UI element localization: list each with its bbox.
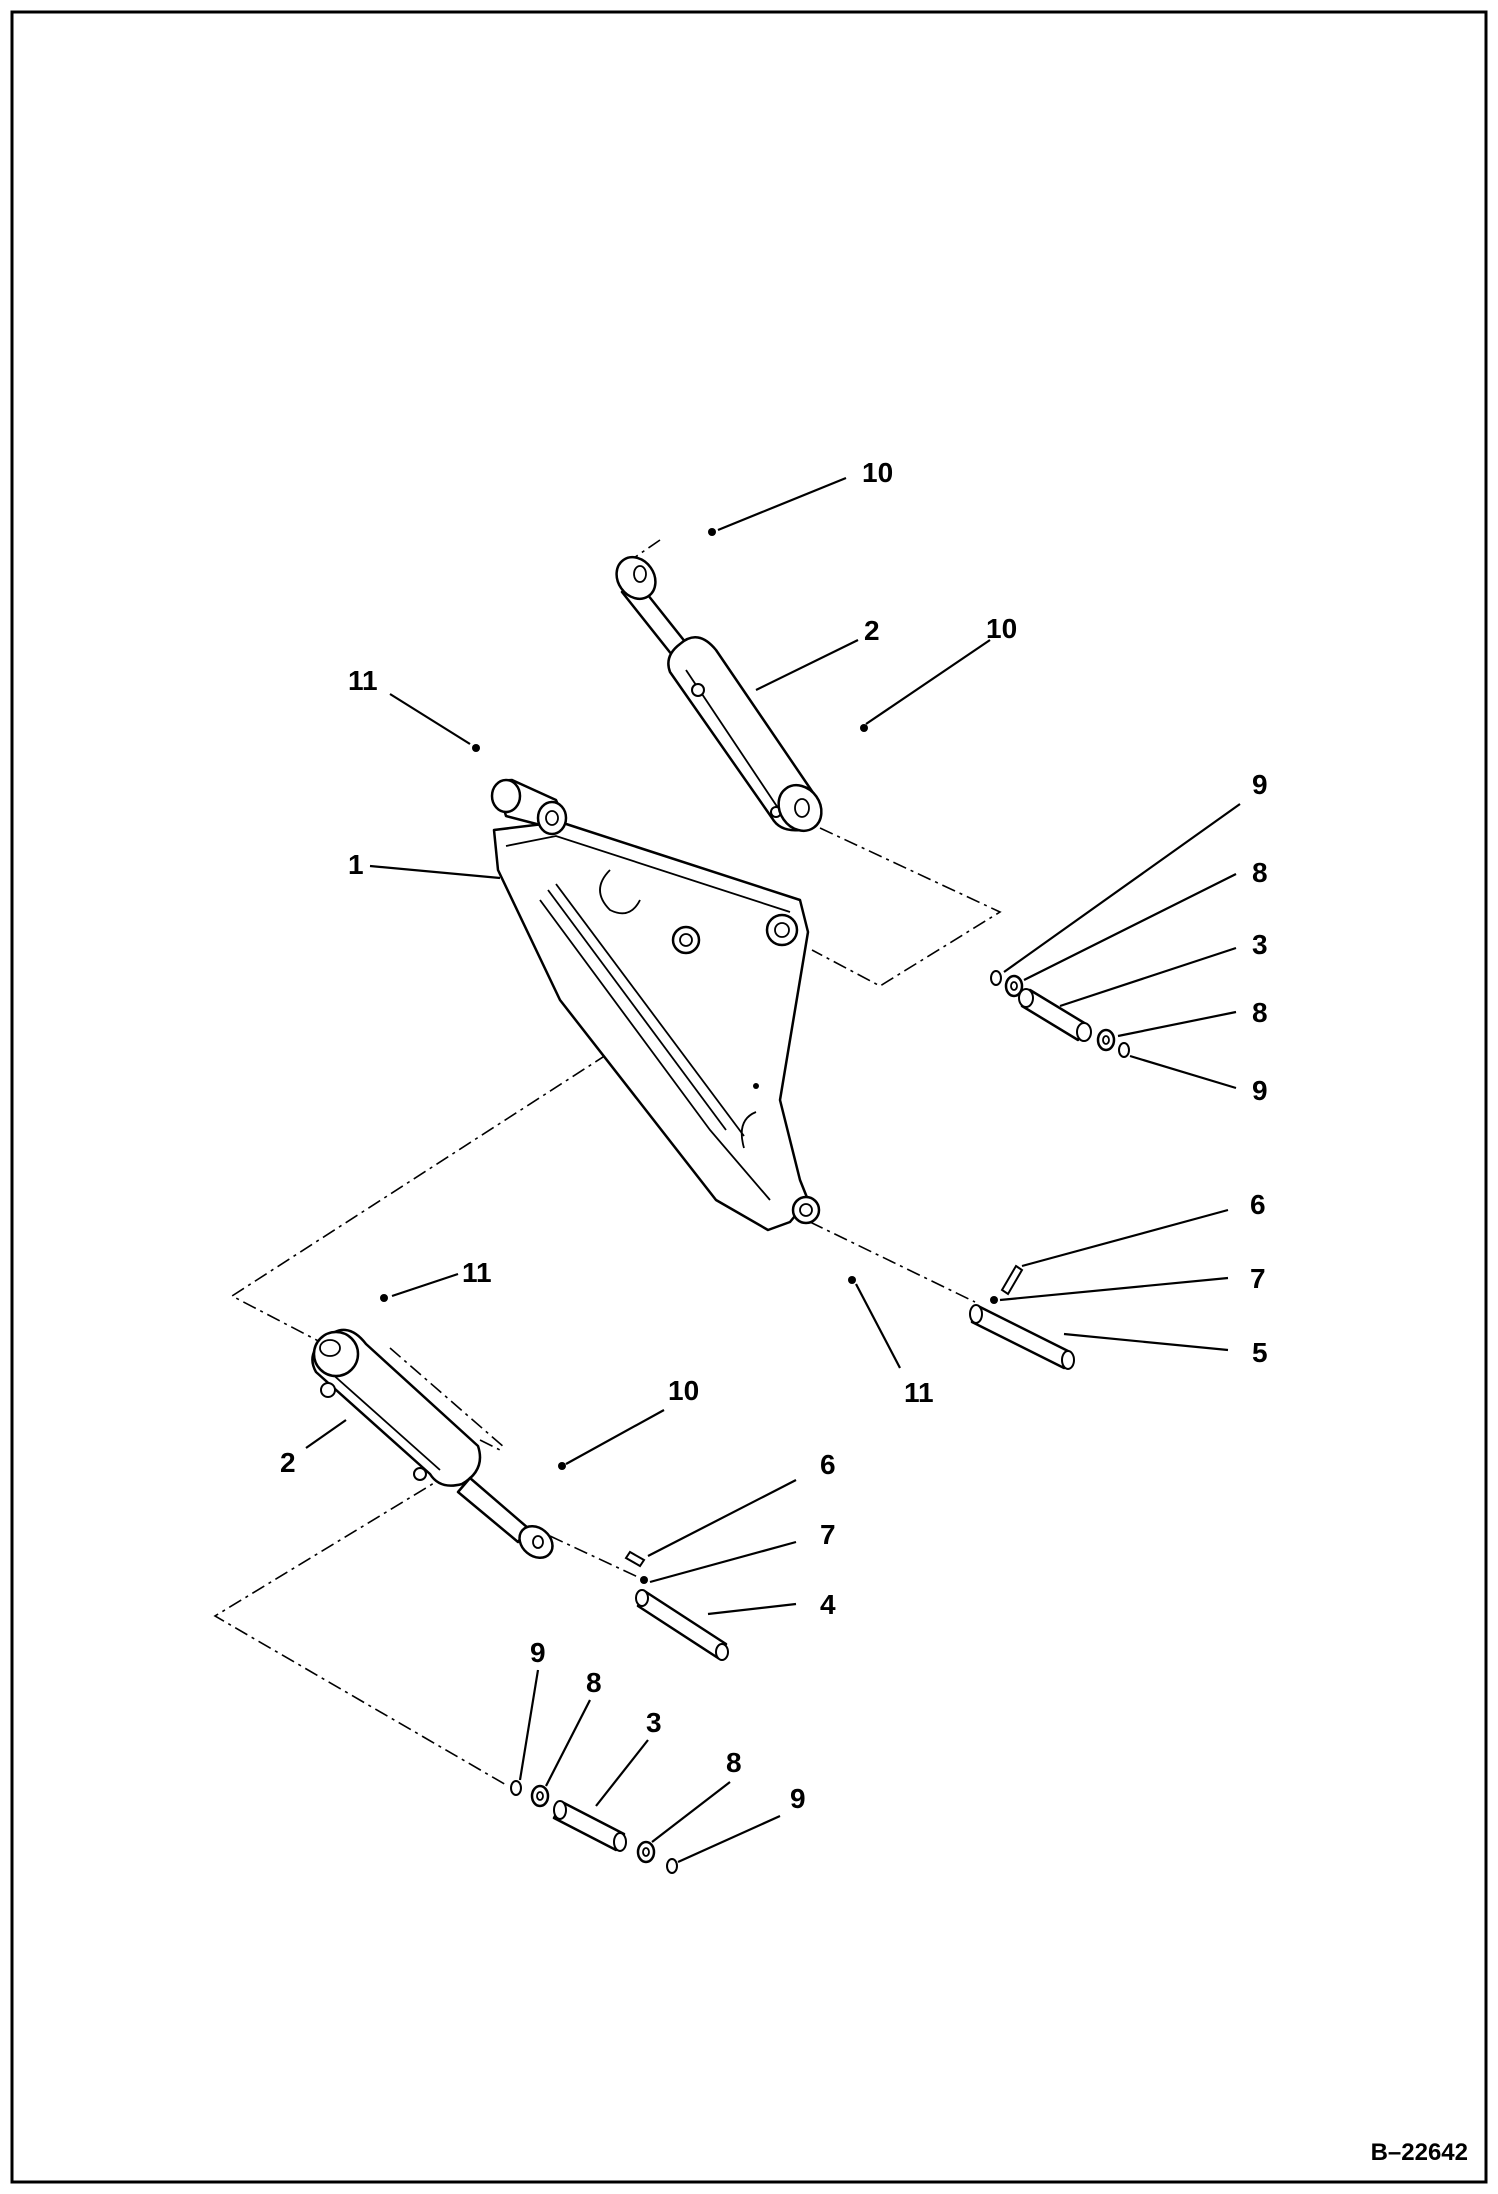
- callout-10: 10: [668, 1375, 699, 1406]
- drawing-number: B–22642: [1371, 2139, 1468, 2166]
- callout-6: 6: [1250, 1189, 1266, 1220]
- callout-3: 3: [646, 1707, 662, 1738]
- leader-lines: [305, 476, 1241, 1864]
- drawing-frame: [10, 10, 1488, 2184]
- lower-pin-4: [624, 1550, 729, 1661]
- callout-2: 2: [864, 615, 880, 646]
- assembly-lines: [213, 539, 1002, 1787]
- lower-pin-set: [510, 1780, 678, 1874]
- callout-labels: 10 2 10 11 1 9 8 3 8 9 6 7 5 11 11 2 10 …: [280, 457, 1268, 1814]
- grease-fittings: [380, 528, 868, 1470]
- callout-8: 8: [726, 1747, 742, 1778]
- callout-8: 8: [1252, 857, 1268, 888]
- right-pin-5: [969, 1264, 1075, 1370]
- callout-7: 7: [1250, 1263, 1266, 1294]
- callout-9: 9: [1252, 1075, 1268, 1106]
- swing-bracket: [490, 778, 821, 1232]
- callout-6: 6: [820, 1449, 836, 1480]
- upper-hydraulic-cylinder: [615, 555, 823, 833]
- callout-8: 8: [1252, 997, 1268, 1028]
- callout-9: 9: [530, 1637, 546, 1668]
- callout-4: 4: [820, 1589, 836, 1620]
- callout-10: 10: [986, 613, 1017, 644]
- right-pin-set: [990, 970, 1130, 1058]
- callout-7: 7: [820, 1519, 836, 1550]
- callout-3: 3: [1252, 929, 1268, 960]
- callout-11: 11: [462, 1257, 492, 1288]
- callout-10: 10: [862, 457, 893, 488]
- callout-5: 5: [1252, 1337, 1268, 1368]
- callout-8: 8: [586, 1667, 602, 1698]
- callout-9: 9: [790, 1783, 806, 1814]
- callout-11: 11: [348, 665, 378, 696]
- callout-11: 11: [904, 1377, 934, 1408]
- callout-9: 9: [1252, 769, 1268, 800]
- callout-2: 2: [280, 1447, 296, 1478]
- lower-hydraulic-cylinder: [311, 1328, 554, 1560]
- callout-1: 1: [348, 849, 364, 880]
